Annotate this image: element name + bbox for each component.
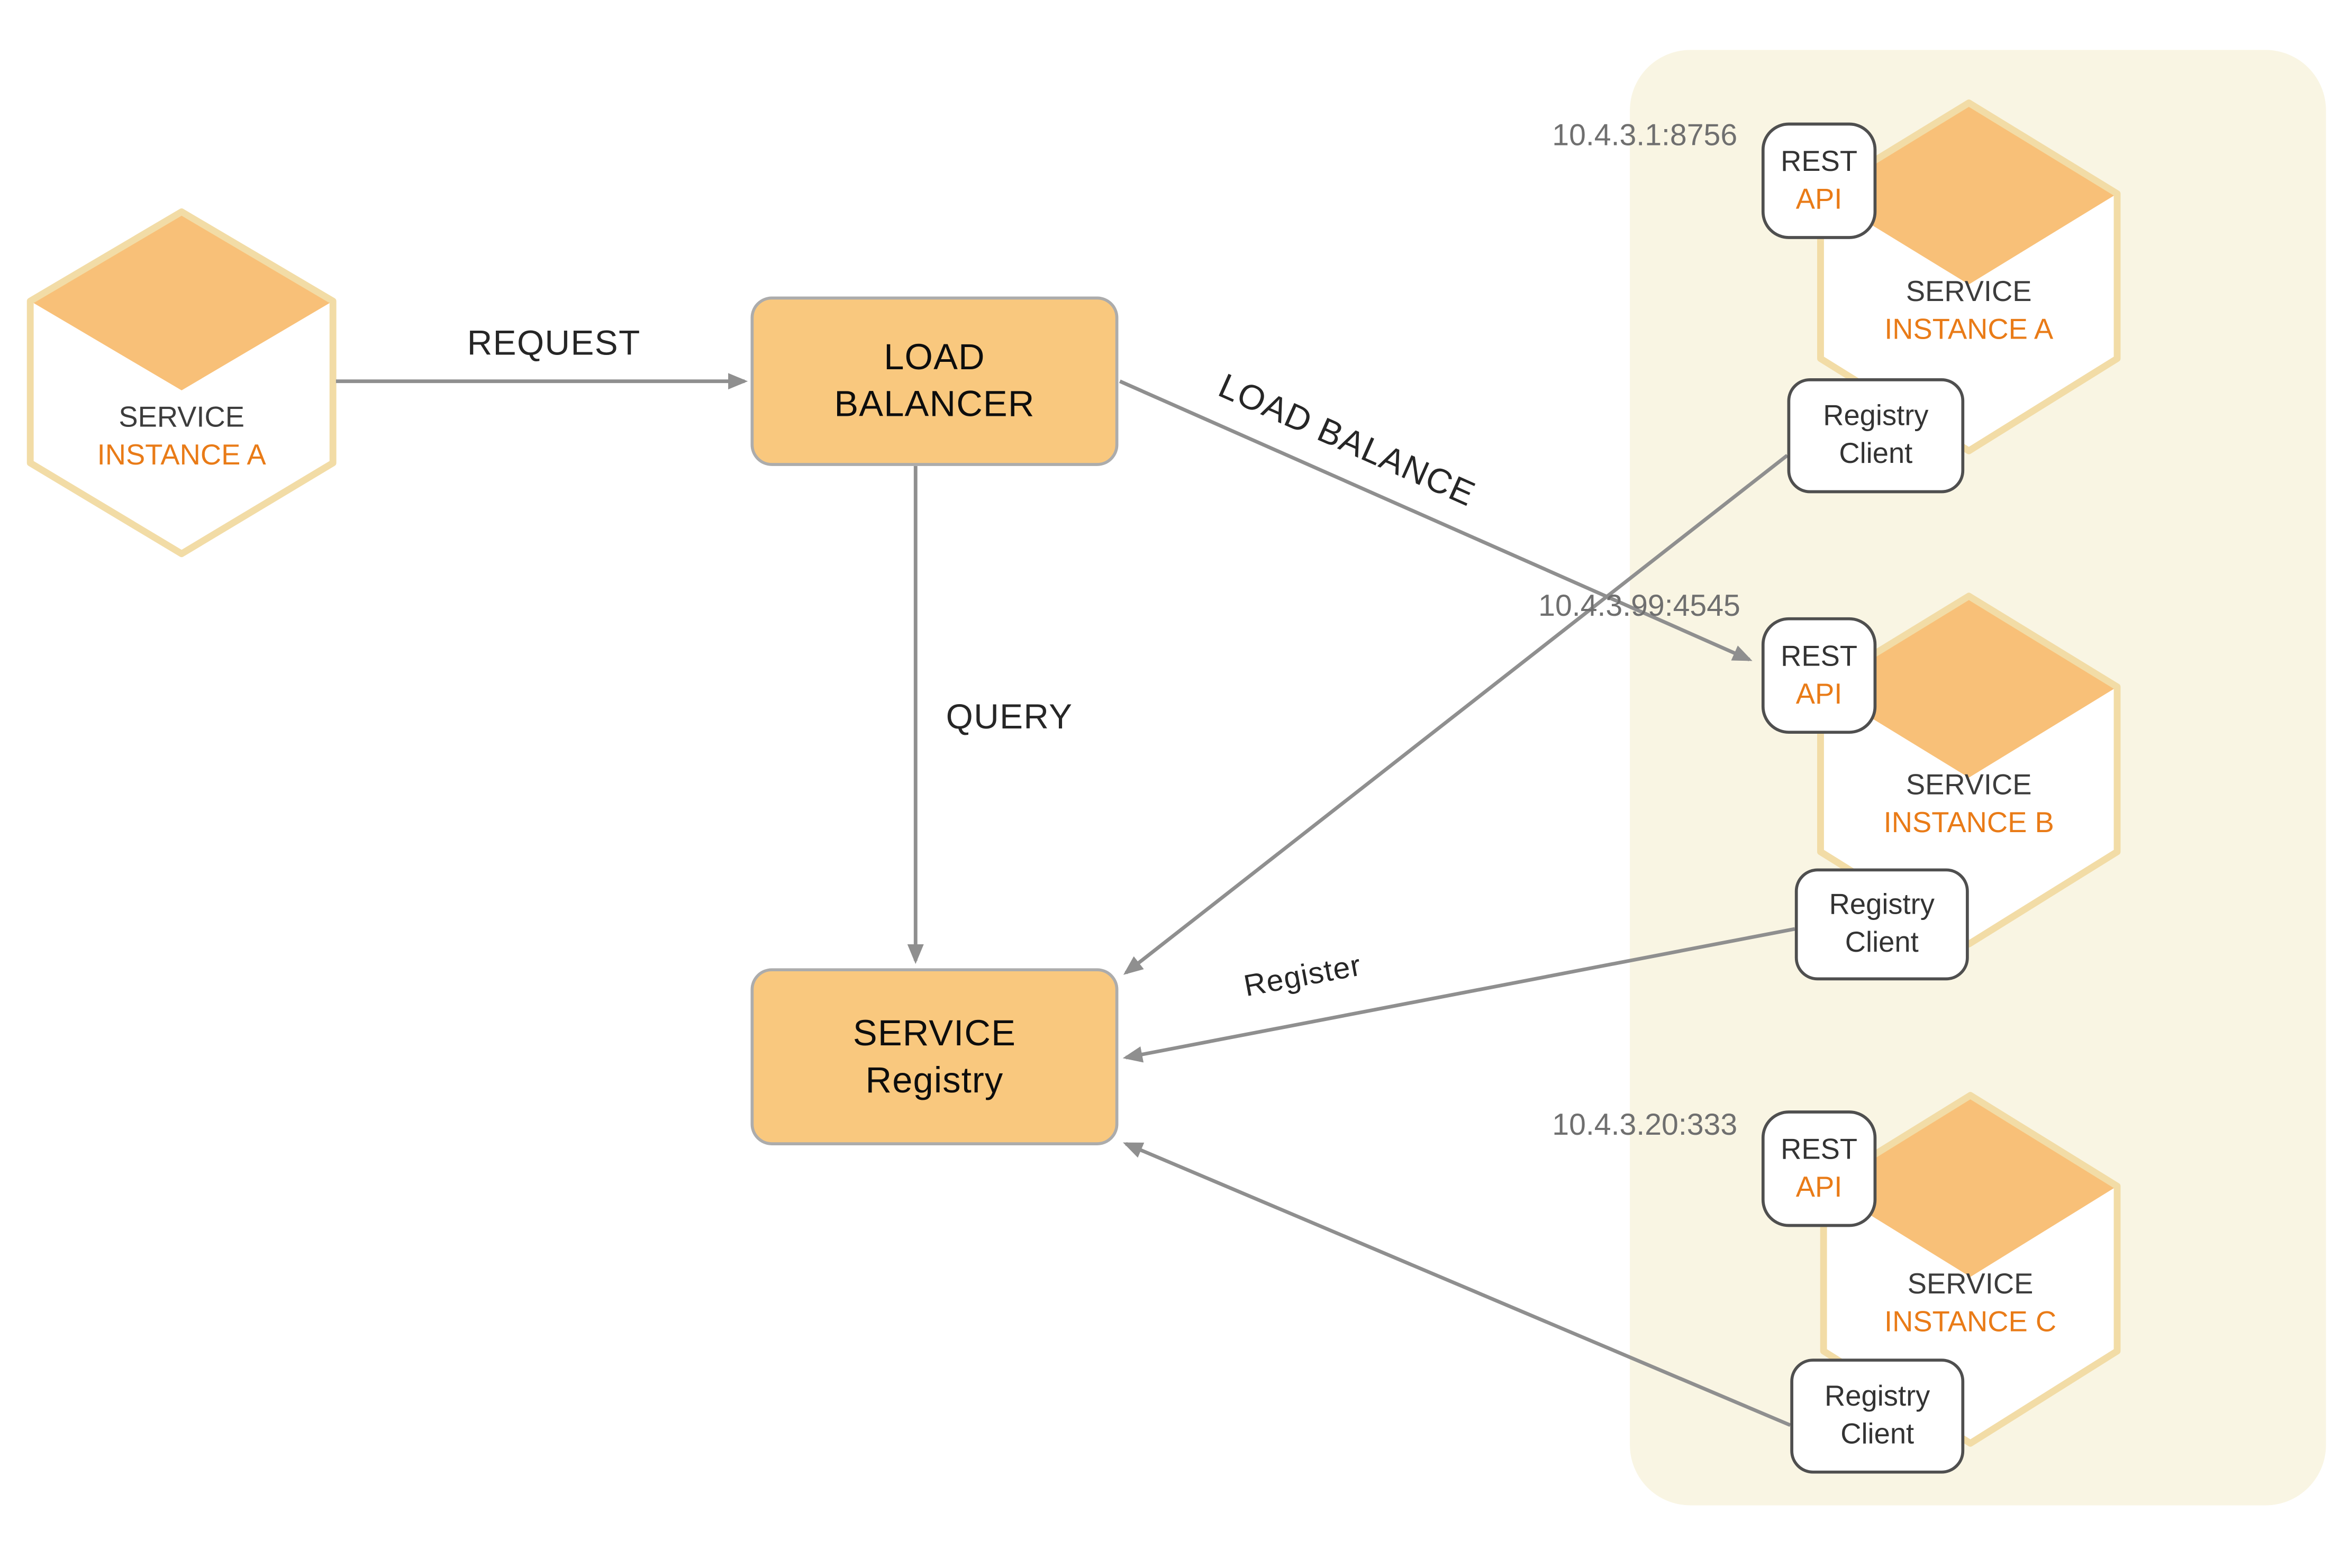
service-registry-label-line1: SERVICE (852, 1013, 1017, 1054)
instance-b-api-label: API (1795, 678, 1843, 710)
client-node-label-line1: SERVICE (119, 402, 244, 434)
service-registry-node: SERVICE Registry (750, 968, 1119, 1145)
instance-c-api-label: API (1795, 1171, 1843, 1204)
instance-c-rest-label: REST (1781, 1134, 1858, 1166)
instance-b-rest-api-node: REST API (1761, 617, 1877, 734)
instance-c-service-label-line2: INSTANCE C (1884, 1307, 2057, 1339)
instance-b-service-label-line2: INSTANCE B (1883, 808, 2054, 840)
instance-b-service-label: SERVICE INSTANCE B (1820, 767, 2117, 843)
client-node-label-line2: INSTANCE A (97, 440, 266, 472)
load-balance-arrow (1119, 379, 1753, 662)
instance-c-service-label-line1: SERVICE (1907, 1269, 2034, 1301)
instance-b-registry-client-line1: Registry (1829, 889, 1935, 922)
instance-b-service-label-line1: SERVICE (1906, 770, 2032, 802)
register-arrow-b (1122, 927, 1795, 1063)
load-balancer-label-line2: BALANCER (834, 384, 1035, 425)
instance-b-registry-client-line2: Client (1845, 927, 1919, 960)
instance-a-service-label-line2: INSTANCE A (1884, 314, 2054, 347)
instance-c-hexagon-icon (1820, 1092, 2121, 1447)
register-arrow-c (1123, 1142, 1791, 1427)
instance-a-service-label-line1: SERVICE (1906, 277, 2032, 309)
query-label: QUERY (946, 696, 1073, 736)
instance-c-registry-client-node: Registry Client (1790, 1359, 1965, 1474)
instance-a-rest-api-node: REST API (1761, 122, 1877, 239)
instance-a-api-label: API (1795, 184, 1843, 216)
load-balancer-label-line1: LOAD (884, 337, 985, 378)
instance-c-registry-client-line2: Client (1840, 1419, 1914, 1451)
instance-b-rest-label: REST (1781, 641, 1858, 673)
instance-b-ip: 10.4.3.99:4545 (1538, 590, 1740, 624)
instance-a-registry-client-node: Registry Client (1787, 378, 1965, 494)
instance-a-ip: 10.4.3.1:8756 (1552, 119, 1738, 153)
instance-c-registry-client-line1: Registry (1825, 1381, 1930, 1414)
client-node-label: SERVICE INSTANCE A (30, 399, 333, 475)
instance-c-rest-api-node: REST API (1761, 1110, 1877, 1227)
request-label: REQUEST (467, 323, 641, 362)
instance-c-service-label: SERVICE INSTANCE C (1823, 1266, 2117, 1342)
instance-b-registry-client-node: Registry Client (1794, 868, 1969, 981)
instance-a-service-label: SERVICE INSTANCE A (1820, 274, 2117, 350)
client-hexagon-icon (26, 208, 337, 558)
load-balancer-node: LOAD BALANCER (750, 296, 1119, 466)
register-arrow-a (1123, 454, 1789, 975)
instance-a-rest-label: REST (1781, 145, 1858, 178)
instance-a-registry-client-line2: Client (1839, 439, 1913, 471)
instance-c-ip: 10.4.3.20:333 (1552, 1109, 1738, 1143)
instance-a-registry-client-line1: Registry (1823, 400, 1929, 433)
service-registry-label-line2: Registry (865, 1060, 1004, 1101)
